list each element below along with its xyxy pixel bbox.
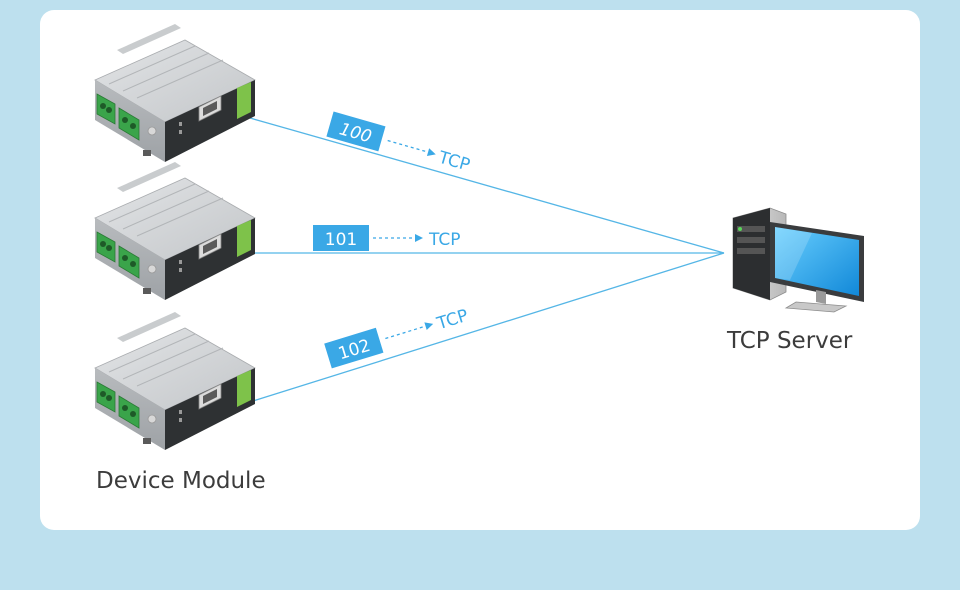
connection-label-102: 102 TCP xyxy=(324,306,471,369)
desktop-computer-icon xyxy=(732,207,864,313)
connection-line-100 xyxy=(249,117,725,254)
protocol-label-102: TCP xyxy=(434,306,471,335)
protocol-label-100: TCP xyxy=(435,147,472,175)
connection-line-102 xyxy=(249,252,725,403)
protocol-label-101: TCP xyxy=(428,230,461,250)
device-module-caption: Device Module xyxy=(96,468,266,494)
device-module-icon-3 xyxy=(94,311,256,451)
connection-label-101: 101 TCP xyxy=(313,225,461,251)
device-module-icon-1 xyxy=(94,23,256,163)
connection-id-101: 101 xyxy=(325,230,357,250)
connection-label-100: 100 TCP xyxy=(326,111,472,176)
tcp-server-caption: TCP Server xyxy=(727,328,853,354)
device-module-icon-2 xyxy=(94,161,256,301)
